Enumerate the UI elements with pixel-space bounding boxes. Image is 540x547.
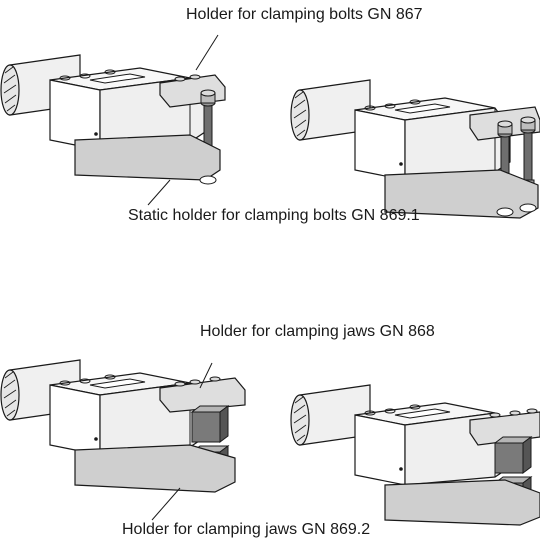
leader-top-static: [147, 179, 171, 206]
leader-bottom-static: [151, 487, 181, 521]
clamp-bottom-right: [290, 384, 540, 526]
label-holder-clamping-jaws-static: Holder for clamping jaws GN 869.2: [122, 521, 371, 538]
leader-top-holder: [195, 34, 219, 71]
label-holder-clamping-jaws: Holder for clamping jaws GN 868: [200, 323, 435, 340]
clamp-top-right: [290, 79, 540, 219]
leader-bottom-holder: [199, 362, 213, 389]
clamp-bottom-left: [0, 359, 246, 493]
clamp-top-left: [0, 54, 226, 185]
label-static-holder-clamping-bolts: Static holder for clamping bolts GN 869.…: [128, 207, 420, 224]
label-holder-clamping-bolts: Holder for clamping bolts GN 867: [186, 6, 423, 23]
